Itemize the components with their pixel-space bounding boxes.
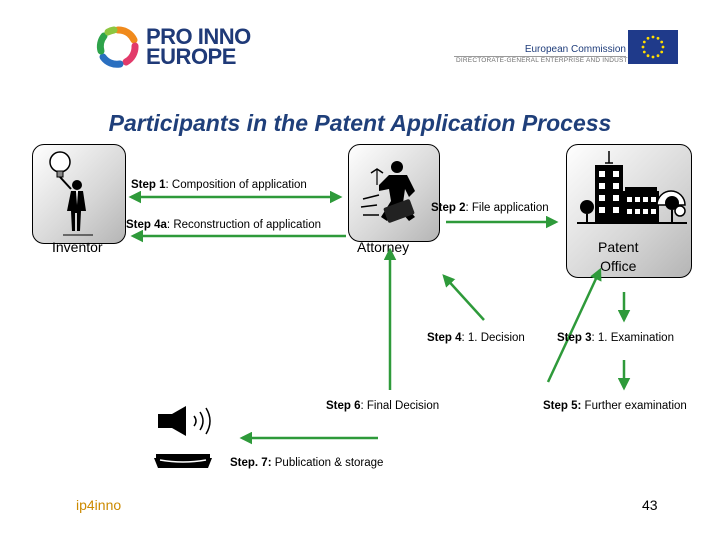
ec-name: European Commission: [524, 44, 626, 55]
attorney-businessman-icon: [360, 161, 415, 223]
pro-inno-ring-icon: [96, 26, 139, 68]
patent-office-label-line2: Office: [600, 258, 637, 274]
eu-flag-icon: [628, 30, 678, 64]
ec-directorate: DIRECTORATE-GENERAL ENTERPRISE AND INDUS…: [456, 57, 637, 64]
arrow-step5-up: [546, 267, 602, 383]
ec-divider: [454, 56, 626, 57]
patent-office-label-line1: Patent: [598, 239, 639, 255]
inventor-lightbulb-icon: [49, 151, 93, 236]
speaker-storage-icon: [154, 406, 212, 468]
step4a-label: Step 4a: Reconstruction of application: [126, 219, 321, 231]
inventor-box: [32, 144, 126, 244]
footer-brand: ip4inno: [76, 497, 122, 513]
european-commission-logo: European Commission DIRECTORATE-GENERAL …: [418, 30, 688, 70]
patent-office-label: Patent Office: [598, 238, 638, 276]
arrow-step4: [442, 274, 485, 321]
logo-line-2: EUROPE: [146, 44, 236, 69]
patent-office-building-icon: [577, 151, 687, 224]
step4-label: Step 4: 1. Decision: [427, 332, 525, 344]
step7-label: Step. 7: Publication & storage: [230, 457, 384, 469]
page-number: 43: [642, 497, 658, 513]
step1-label: Step 1: Composition of application: [131, 179, 307, 191]
step2-label: Step 2: File application: [431, 202, 549, 214]
pro-inno-europe-logo: PRO INNO EUROPE: [92, 24, 262, 70]
attorney-box: [348, 144, 440, 242]
step6-label: Step 6: Final Decision: [326, 400, 440, 412]
logo-line-1: PRO INNO: [146, 24, 251, 49]
step3-label: Step 3: 1. Examination: [557, 332, 674, 344]
storage-tray-icon: [154, 454, 212, 468]
patent-office-box: [566, 144, 692, 278]
page-title: Participants in the Patent Application P…: [108, 110, 612, 136]
speaker-icon: [158, 406, 211, 436]
inventor-label: Inventor: [52, 239, 103, 255]
step5-label: Step 5: Further examination: [543, 400, 687, 412]
